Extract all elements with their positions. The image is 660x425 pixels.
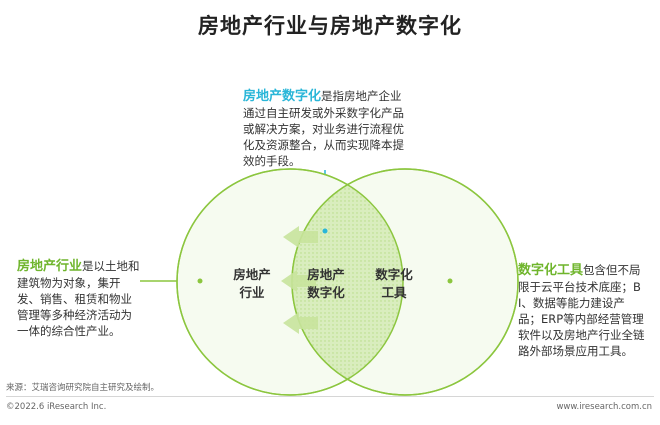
- footer-website: www.iresearch.com.cn: [556, 402, 652, 412]
- definition-text: 是指房地产企业通过自主研发或外采数字化产品或解决方案，对业务进行流程优化及资源整…: [243, 89, 404, 168]
- circle-label-middle-line1: 房地产: [307, 267, 345, 282]
- arrow-left-icon: [283, 226, 318, 248]
- term-real-estate-industry: 房地产行业: [17, 259, 83, 274]
- footer-divider: [6, 396, 654, 397]
- circle-label-left: 房地产 行业: [222, 266, 282, 302]
- arrow-left-icon: [283, 312, 318, 334]
- term-digital-tools: 数字化工具: [518, 263, 584, 278]
- circle-label-left-line2: 行业: [239, 285, 265, 300]
- circle-label-middle: 房地产 数字化: [296, 266, 356, 302]
- circle-label-right: 数字化 工具: [364, 266, 424, 302]
- definition-real-estate-industry: 房地产行业是以土地和建筑物为对象，集开发、销售、租赁和物业管理等多种经济活动为一…: [17, 258, 143, 339]
- page-title: 房地产行业与房地产数字化: [198, 14, 462, 38]
- term-real-estate-digitalization: 房地产数字化: [243, 89, 322, 104]
- arrow-left-icon: [281, 270, 316, 292]
- definition-text: 是以土地和建筑物为对象，集开发、销售、租赁和物业管理等多种经济活动为一体的综合性…: [17, 259, 140, 338]
- circle-label-right-line1: 数字化: [375, 267, 413, 282]
- circle-label-right-line2: 工具: [381, 285, 407, 300]
- circle-label-left-line1: 房地产: [233, 267, 271, 282]
- footer-copyright: ©2022.6 iResearch Inc.: [6, 402, 107, 412]
- definition-real-estate-digitalization: 房地产数字化是指房地产企业通过自主研发或外采数字化产品或解决方案，对业务进行流程…: [243, 88, 411, 169]
- connector-dot-left: [197, 278, 203, 284]
- source-note: 来源：艾瑞咨询研究院自主研究及绘制。: [6, 383, 160, 393]
- connector-dot-top: [322, 228, 328, 234]
- connector-dot-right: [447, 278, 453, 284]
- definition-text: 包含但不局限于云平台技术底座；BI、数据等能力建设产品；ERP等内部经营管理软件…: [518, 263, 645, 358]
- circle-label-middle-line2: 数字化: [307, 285, 345, 300]
- definition-digital-tools: 数字化工具包含但不局限于云平台技术底座；BI、数据等能力建设产品；ERP等内部经…: [518, 262, 646, 359]
- intersection-dots: [292, 169, 403, 395]
